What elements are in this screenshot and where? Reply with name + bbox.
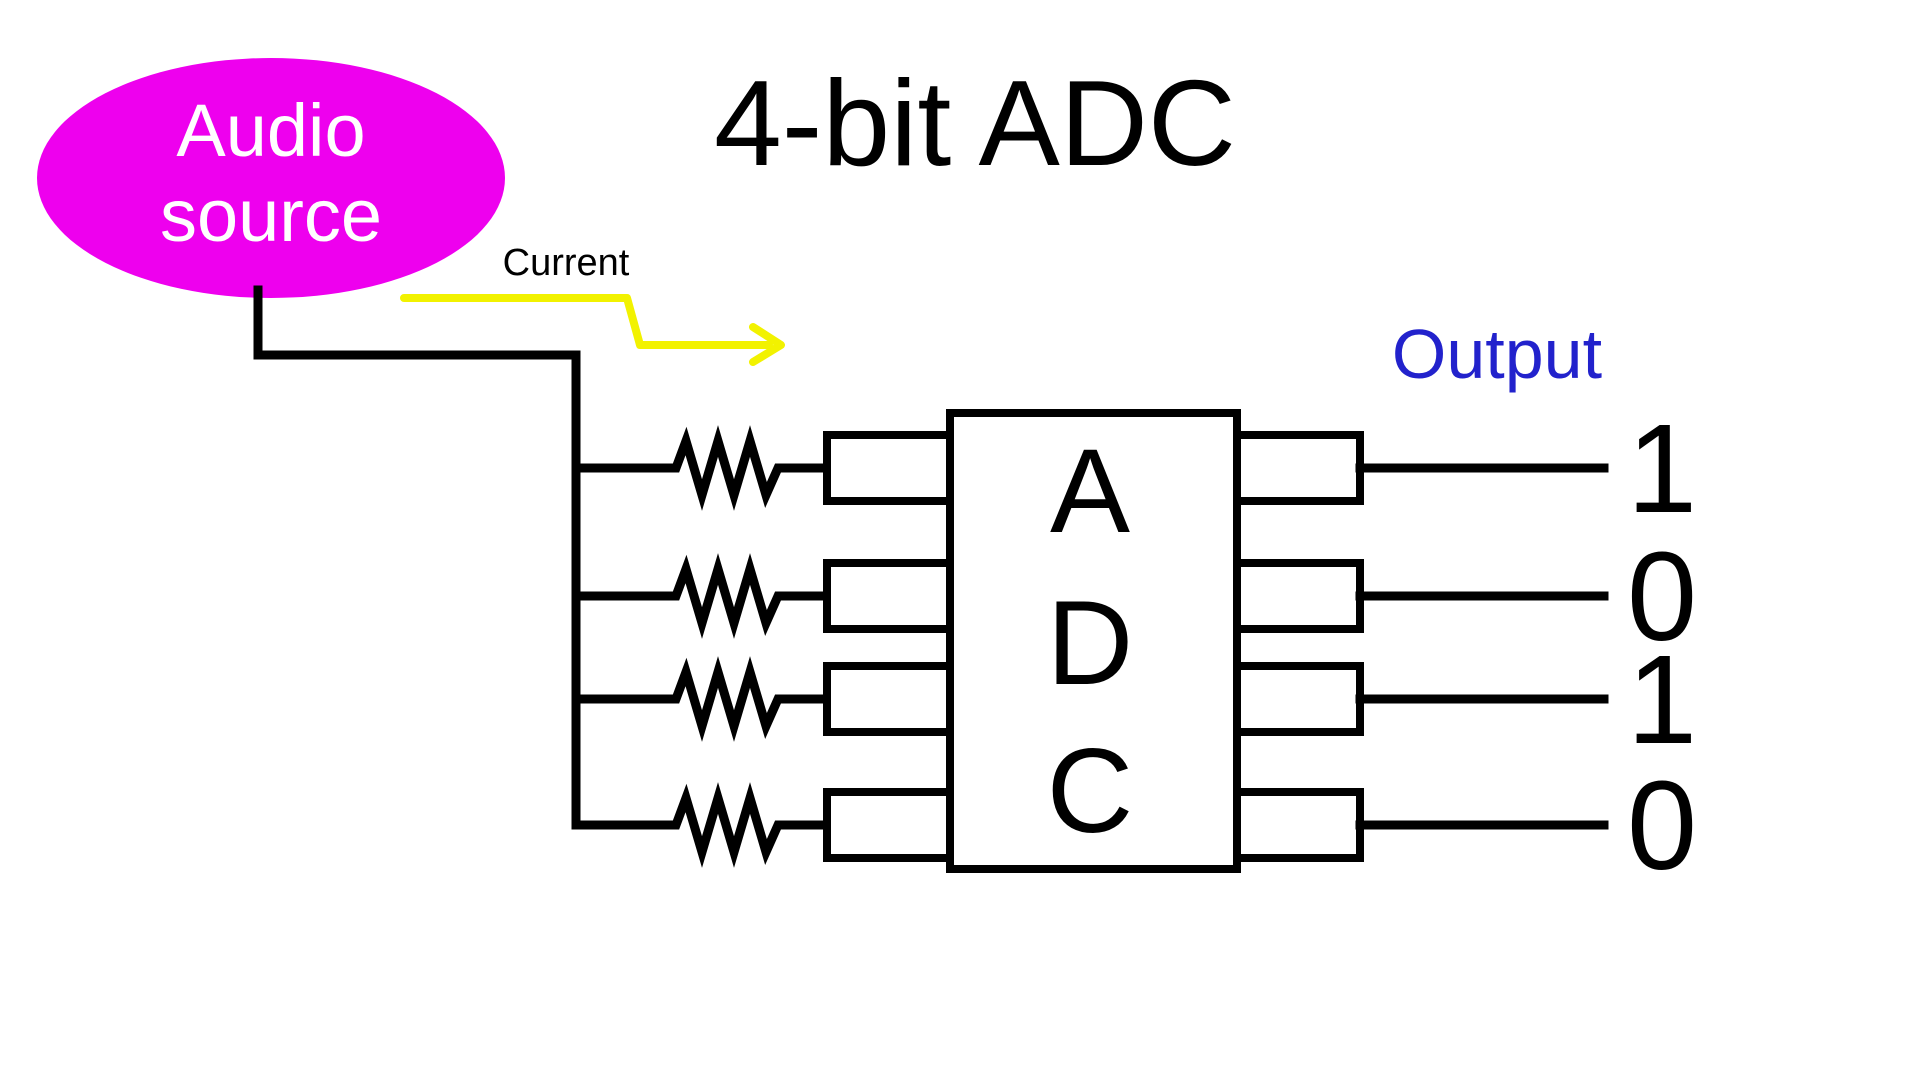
adc-letter-a: A (1050, 424, 1130, 558)
current-arrowhead-icon (749, 323, 785, 366)
audio-source-node: Audio source (37, 58, 505, 298)
current-label: Current (503, 242, 630, 284)
output-bit-2: 0 (1627, 526, 1697, 667)
current-arrow-shaft (400, 294, 773, 349)
diagram-title: 4-bit ADC (714, 55, 1236, 191)
adc-letter-c: C (1047, 724, 1134, 858)
audio-source-label-line1: Audio (176, 89, 365, 172)
output-bit-4: 0 (1627, 755, 1697, 896)
audio-source-label-line2: source (160, 174, 382, 257)
output-bit-1: 1 (1627, 398, 1697, 539)
current-arrow (400, 294, 785, 366)
output-bit-3: 1 (1627, 629, 1697, 770)
output-label: Output (1392, 315, 1602, 393)
main-wire (253, 285, 581, 830)
adc-letter-d: D (1047, 576, 1134, 710)
audio-source-ellipse (37, 58, 505, 298)
adc-chip-box (946, 409, 1241, 873)
